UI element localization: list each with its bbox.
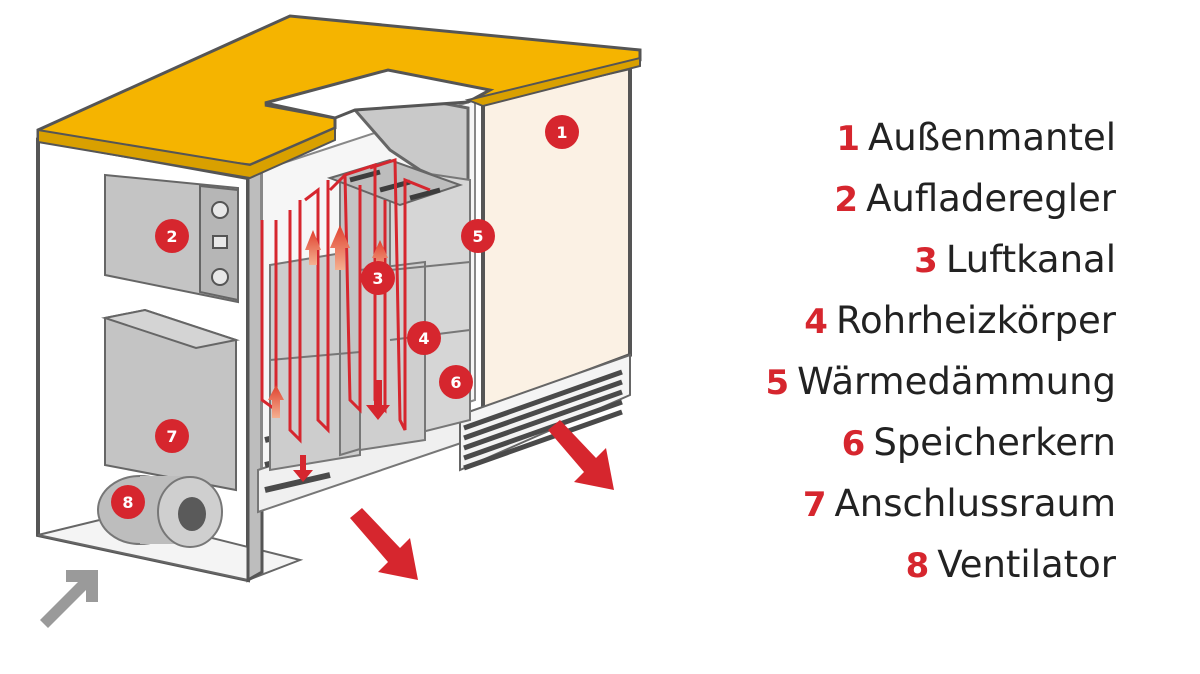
- air-intake-arrow: [40, 570, 98, 628]
- svg-text:7: 7: [166, 427, 177, 446]
- legend-label: Rohrheizkörper: [835, 299, 1116, 342]
- svg-text:2: 2: [166, 227, 177, 246]
- svg-text:3: 3: [372, 269, 383, 288]
- badge-7: 7: [155, 419, 189, 453]
- lid-front-edge: [37, 126, 336, 180]
- legend-label: Luftkanal: [945, 238, 1116, 281]
- controller-switch-icon: [212, 235, 228, 249]
- svg-text:6: 6: [450, 373, 461, 392]
- legend-label: Aufladeregler: [866, 177, 1116, 220]
- legend-number: 6: [841, 424, 866, 464]
- legend-number: 2: [834, 180, 859, 220]
- lid-opening: [264, 68, 495, 120]
- badge-6: 6: [439, 365, 473, 399]
- number-badges: 1 2 3 4 5 6 7 8: [111, 115, 579, 519]
- legend-label: Ventilator: [937, 543, 1116, 586]
- warm-air-outlet-arrows: [350, 420, 614, 580]
- badge-2: 2: [155, 219, 189, 253]
- svg-text:1: 1: [556, 123, 567, 142]
- storage-heater-diagram: 1 2 3 4 5 6 7 8: [36, 14, 642, 628]
- legend-number: 1: [836, 119, 860, 159]
- svg-text:4: 4: [418, 329, 429, 348]
- controller-knob-icon: [211, 268, 229, 286]
- legend-label: Anschlussraum: [834, 482, 1117, 525]
- badge-8: 8: [111, 485, 145, 519]
- downward-airflow-arrows: [293, 380, 390, 482]
- legend-number: 5: [765, 363, 790, 403]
- badge-5: 5: [461, 219, 495, 253]
- svg-text:8: 8: [122, 493, 133, 512]
- badge-3: 3: [361, 261, 395, 295]
- legend-label: Speicherkern: [873, 421, 1116, 464]
- legend-number: 3: [914, 241, 938, 281]
- legend-number: 8: [905, 546, 930, 586]
- badge-1: 1: [545, 115, 579, 149]
- badge-4: 4: [407, 321, 441, 355]
- floor-panel: [37, 513, 304, 582]
- legend-label: Wärmedämmung: [797, 360, 1116, 403]
- legend-label: Außenmantel: [868, 116, 1116, 159]
- legend-number: 4: [804, 302, 828, 342]
- front-vent-grille: [463, 369, 623, 471]
- svg-text:5: 5: [472, 227, 483, 246]
- divider-wall: [246, 167, 264, 583]
- controller-knob-icon: [211, 201, 229, 219]
- legend-number: 7: [802, 485, 827, 525]
